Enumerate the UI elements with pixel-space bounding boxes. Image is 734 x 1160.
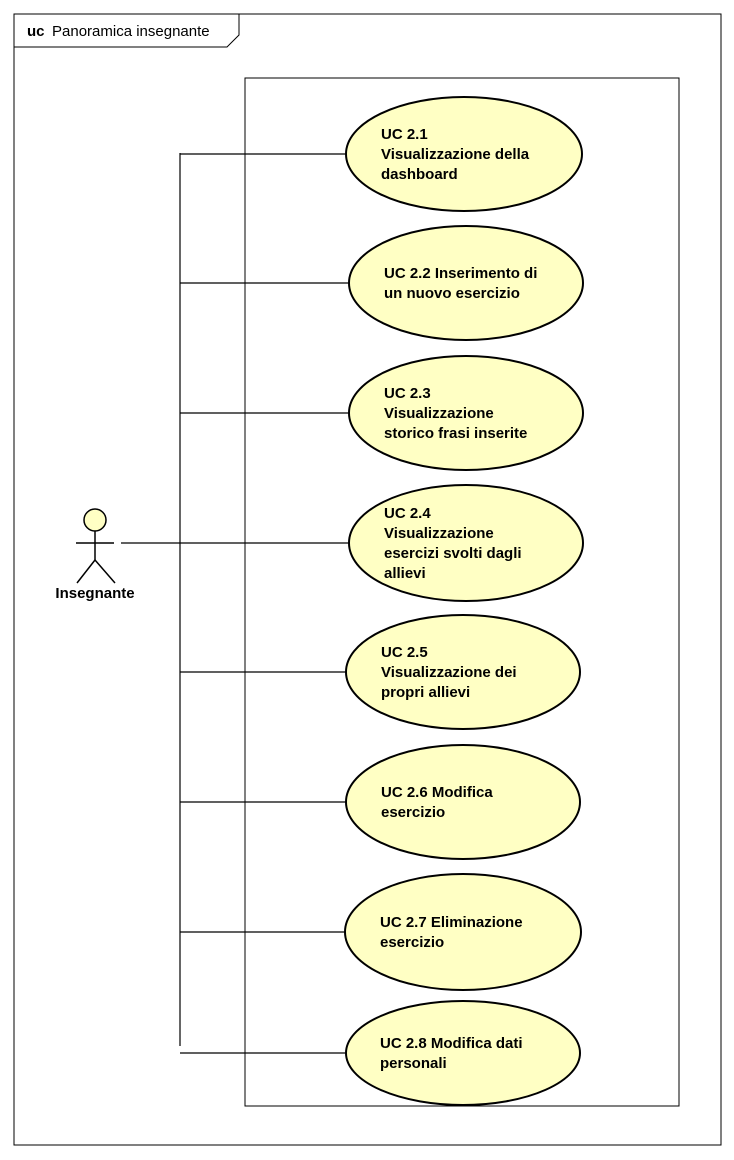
- use-case-label-line: UC 2.8 Modifica dati: [380, 1035, 523, 1052]
- actor-head: [83, 508, 107, 532]
- use-case-ellipse[interactable]: [345, 96, 583, 212]
- use-case-label-line: allievi: [384, 565, 426, 582]
- diagram-frame: [13, 13, 722, 1146]
- use-case-ellipse[interactable]: [345, 744, 581, 860]
- use-case-label-line: UC 2.6 Modifica: [381, 784, 493, 801]
- use-case-label: UC 2.7 Eliminazione esercizio: [380, 914, 523, 951]
- system-boundary: [244, 77, 680, 1107]
- use-case-ellipse[interactable]: [348, 355, 584, 471]
- use-case-label-line: dashboard: [381, 166, 458, 183]
- actor-left-leg: [76, 559, 96, 584]
- use-case-ellipse[interactable]: [344, 873, 582, 991]
- use-case-ellipse[interactable]: [345, 1000, 581, 1106]
- use-case-label: UC 2.2 Inserimento di un nuovo esercizio: [384, 265, 537, 302]
- use-case-label-line: Visualizzazione: [384, 405, 494, 422]
- use-case-label-line: UC 2.4: [384, 505, 431, 522]
- actor-label: Insegnante: [55, 585, 134, 602]
- use-case-label-line: UC 2.5: [381, 644, 428, 661]
- use-case-label-line: UC 2.2 Inserimento di: [384, 265, 537, 282]
- use-case-ellipse[interactable]: [345, 614, 581, 730]
- use-case-label-line: Visualizzazione della: [381, 146, 530, 163]
- use-case-label-line: esercizio: [381, 804, 445, 821]
- use-case-label-line: esercizio: [380, 934, 444, 951]
- use-case-label-line: UC 2.7 Eliminazione: [380, 914, 523, 931]
- frame-keyword: uc: [27, 23, 45, 40]
- actor-right-leg: [94, 559, 116, 584]
- use-case-label-line: un nuovo esercizio: [384, 285, 520, 302]
- use-case-label-line: personali: [380, 1055, 447, 1072]
- use-case-label: UC 2.6 Modifica esercizio: [381, 784, 493, 821]
- use-case-label-line: storico frasi inserite: [384, 425, 527, 442]
- use-case-label-line: Visualizzazione: [384, 525, 494, 542]
- use-case-label-line: esercizi svolti dagli: [384, 545, 522, 562]
- use-case-label: UC 2.8 Modifica dati personali: [380, 1035, 523, 1072]
- use-case-label-line: UC 2.1: [381, 126, 428, 143]
- use-case-ellipse[interactable]: [348, 225, 584, 341]
- use-case-label-line: Visualizzazione dei: [381, 664, 517, 681]
- frame-tab: [14, 14, 240, 48]
- actor-insegnante: [76, 508, 116, 584]
- use-case-ellipse[interactable]: [348, 484, 584, 602]
- use-case-label-line: propri allievi: [381, 684, 470, 701]
- use-case-label-line: UC 2.3: [384, 385, 431, 402]
- frame-name: Panoramica insegnante: [52, 23, 210, 40]
